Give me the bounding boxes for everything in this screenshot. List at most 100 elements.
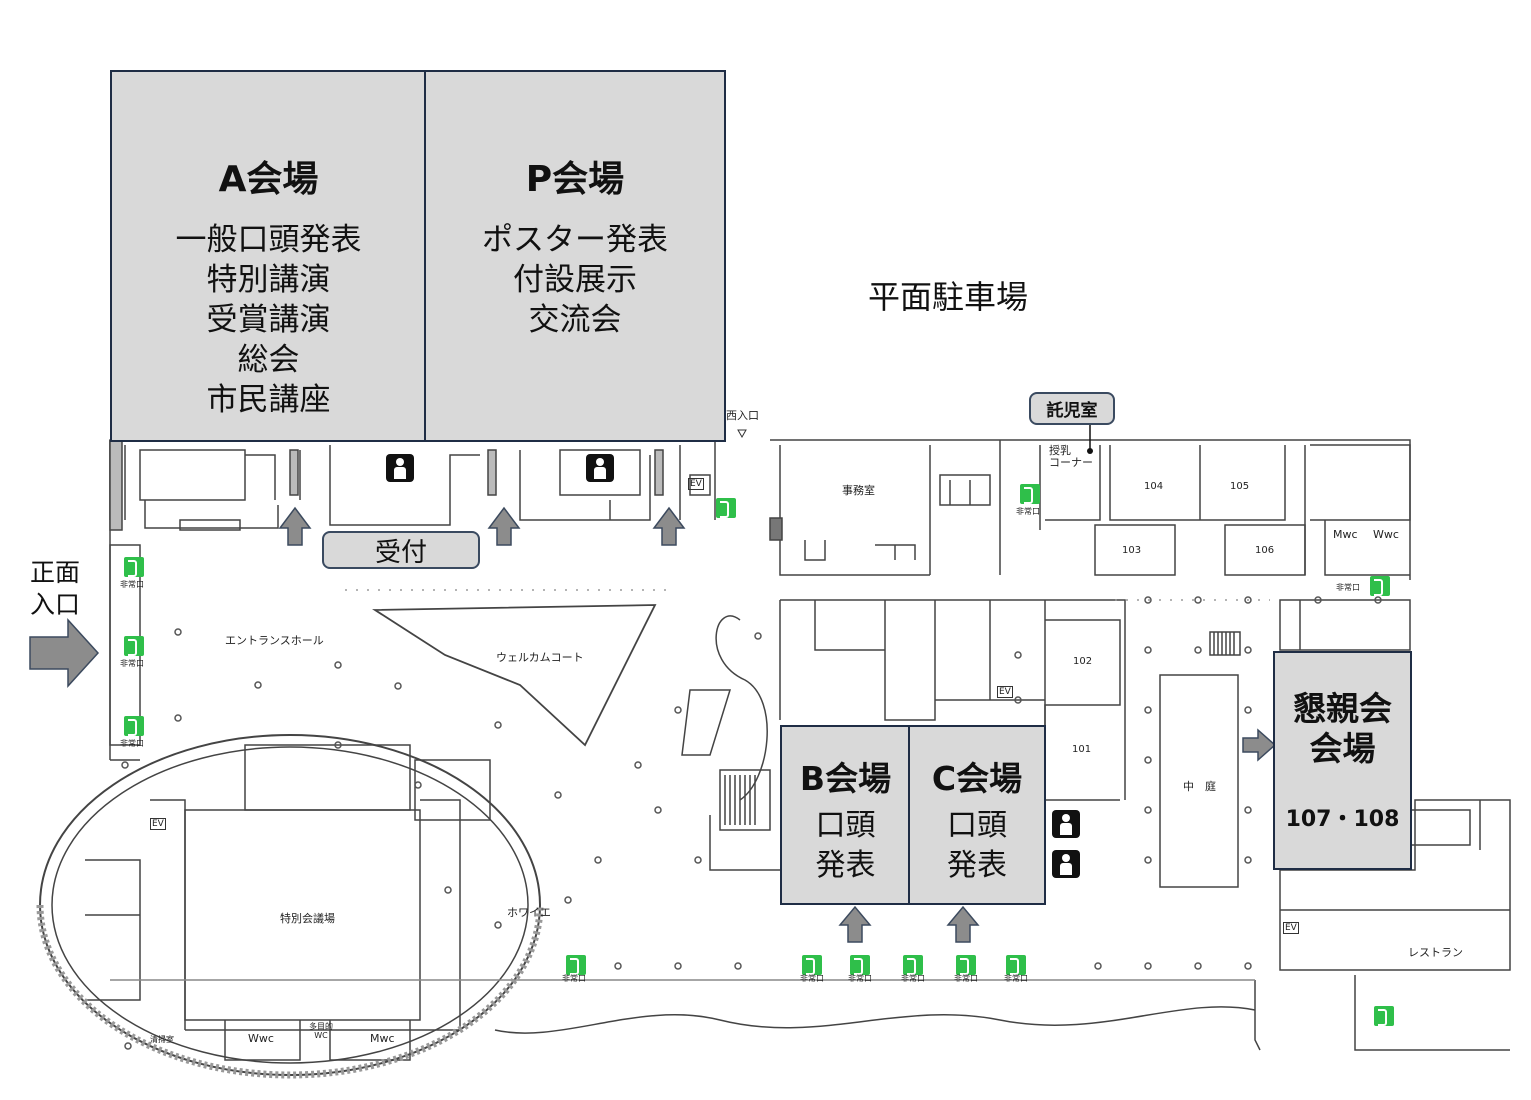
room-number: 101 bbox=[1072, 744, 1092, 755]
restaurant-label: レストラン bbox=[1408, 946, 1463, 959]
emergency-exit-label: 非常口 bbox=[1016, 507, 1040, 516]
venue-b[interactable]: B会場 口頭 発表 bbox=[780, 725, 911, 905]
restroom-icon bbox=[1052, 810, 1080, 838]
venue-p[interactable]: P会場 ポスター発表 付設展示 交流会 bbox=[424, 70, 726, 442]
main-entrance-arrow bbox=[29, 618, 100, 688]
room-number: 103 bbox=[1122, 545, 1142, 556]
womens-wc-label: Wwc bbox=[1373, 528, 1399, 541]
venue-banquet[interactable]: 懇親会 会場 107・108 bbox=[1273, 651, 1412, 870]
elevator-label: EV bbox=[688, 478, 704, 490]
venue-p-line: ポスター発表 bbox=[482, 222, 668, 258]
nursing-corner-label: 授乳 コーナー bbox=[1049, 445, 1093, 469]
emergency-exit-icon bbox=[124, 557, 144, 577]
emergency-exit-label: 非常口 bbox=[120, 659, 144, 668]
banquet-title-line: 懇親会 bbox=[1293, 689, 1392, 728]
multipurpose-wc-label: 多目的 WC bbox=[309, 1022, 333, 1040]
venue-a-line: 特別講演 bbox=[206, 262, 331, 298]
emergency-exit-icon bbox=[566, 955, 586, 975]
nursery-room[interactable]: 託児室 bbox=[1029, 392, 1115, 425]
emergency-exit-label: 非常口 bbox=[800, 974, 824, 983]
nursery-pointer bbox=[1087, 425, 1093, 454]
emergency-exit-icon bbox=[956, 955, 976, 975]
emergency-exit-label: 非常口 bbox=[562, 974, 586, 983]
restroom-icon bbox=[386, 454, 414, 482]
west-entrance-label: 西入口 bbox=[726, 409, 759, 422]
emergency-exit-icon bbox=[716, 498, 736, 518]
emergency-exit-label: 非常口 bbox=[1336, 583, 1360, 592]
special-hall-label: 特別会議場 bbox=[280, 912, 335, 925]
venue-a[interactable]: A会場 一般口頭発表 特別講演 受賞講演 総会 市民講座 bbox=[110, 70, 427, 442]
venue-p-purposes: ポスター発表 付設展示 交流会 bbox=[482, 220, 668, 340]
multipurpose-wc-label-line: 多目的 bbox=[309, 1022, 333, 1031]
emergency-exit-icon bbox=[850, 955, 870, 975]
venue-a-purposes: 一般口頭発表 特別講演 受賞講演 総会 市民講座 bbox=[176, 220, 362, 420]
multipurpose-wc-label-line: WC bbox=[314, 1031, 328, 1040]
entry-arrow-2 bbox=[487, 506, 521, 546]
womens-wc-label: Wwc bbox=[248, 1032, 274, 1045]
entry-arrow-3 bbox=[652, 506, 686, 546]
courtyard-label: 中 庭 bbox=[1183, 780, 1216, 793]
entrance-hall-label: エントランスホール bbox=[225, 634, 324, 647]
room-number: 104 bbox=[1144, 481, 1164, 492]
venue-c-purposes: 口頭 発表 bbox=[947, 806, 1007, 886]
main-entrance-label: 正面 入口 bbox=[30, 557, 80, 621]
b-entry-arrow bbox=[838, 905, 872, 943]
banquet-title-line: 会場 bbox=[1309, 729, 1376, 768]
emergency-exit-label: 非常口 bbox=[1004, 974, 1028, 983]
venue-p-line: 付設展示 bbox=[513, 262, 637, 298]
entry-arrow-1 bbox=[278, 506, 312, 546]
banquet-title: 懇親会 会場 bbox=[1293, 689, 1392, 769]
mens-wc-label: Mwc bbox=[370, 1032, 395, 1045]
emergency-exit-icon bbox=[124, 716, 144, 736]
venue-c-line: 発表 bbox=[947, 848, 1007, 883]
venue-a-line: 一般口頭発表 bbox=[175, 222, 362, 258]
emergency-exit-icon bbox=[1006, 955, 1026, 975]
venue-c-title: C会場 bbox=[931, 759, 1023, 798]
emergency-exit-icon bbox=[1370, 576, 1390, 596]
main-entrance-label-line: 入口 bbox=[30, 590, 81, 619]
elevator-label: EV bbox=[150, 818, 166, 830]
venue-c-line: 口頭 bbox=[947, 808, 1007, 843]
venue-p-title: P会場 bbox=[525, 159, 625, 200]
foyer-label: ホワイエ bbox=[507, 906, 551, 919]
venue-b-purposes: 口頭 発表 bbox=[816, 806, 876, 886]
elevator-label: EV bbox=[1283, 922, 1299, 934]
nursing-corner-label-line: 授乳 bbox=[1049, 444, 1071, 457]
parking-label: 平面駐車場 bbox=[868, 278, 1029, 316]
venue-b-line: 発表 bbox=[815, 848, 876, 883]
room-number: 102 bbox=[1073, 656, 1093, 667]
banquet-entry-arrow bbox=[1242, 728, 1277, 762]
banquet-rooms: 107・108 bbox=[1285, 807, 1400, 832]
emergency-exit-label: 非常口 bbox=[848, 974, 872, 983]
nursing-corner-label-line: コーナー bbox=[1049, 456, 1093, 469]
c-entry-arrow bbox=[946, 905, 980, 943]
emergency-exit-icon bbox=[802, 955, 822, 975]
emergency-exit-label: 非常口 bbox=[954, 974, 978, 983]
venue-p-line: 交流会 bbox=[528, 302, 622, 338]
emergency-exit-label: 非常口 bbox=[901, 974, 925, 983]
office-label: 事務室 bbox=[842, 484, 875, 497]
reception-desk[interactable]: 受付 bbox=[322, 531, 480, 569]
restroom-icon bbox=[586, 454, 614, 482]
venue-c[interactable]: C会場 口頭 発表 bbox=[908, 725, 1046, 905]
room-number: 106 bbox=[1255, 545, 1275, 556]
restroom-icon bbox=[1052, 850, 1080, 878]
elevator-label: EV bbox=[997, 686, 1013, 698]
emergency-exit-icon bbox=[903, 955, 923, 975]
emergency-exit-icon bbox=[1020, 484, 1040, 504]
cleaning-room-label: 清掃室 bbox=[150, 1035, 174, 1044]
venue-a-line: 受賞講演 bbox=[206, 302, 331, 338]
venue-a-title: A会場 bbox=[218, 159, 319, 200]
emergency-exit-icon bbox=[124, 636, 144, 656]
venue-b-title: B会場 bbox=[799, 759, 892, 798]
emergency-exit-label: 非常口 bbox=[120, 580, 144, 589]
main-entrance-label-line: 正面 bbox=[30, 558, 81, 587]
emergency-exit-label: 非常口 bbox=[120, 739, 144, 748]
room-number: 105 bbox=[1230, 481, 1250, 492]
venue-a-line: 総会 bbox=[237, 342, 300, 378]
venue-a-line: 市民講座 bbox=[206, 382, 331, 418]
emergency-exit-icon bbox=[1374, 1006, 1394, 1026]
mens-wc-label: Mwc bbox=[1333, 528, 1358, 541]
